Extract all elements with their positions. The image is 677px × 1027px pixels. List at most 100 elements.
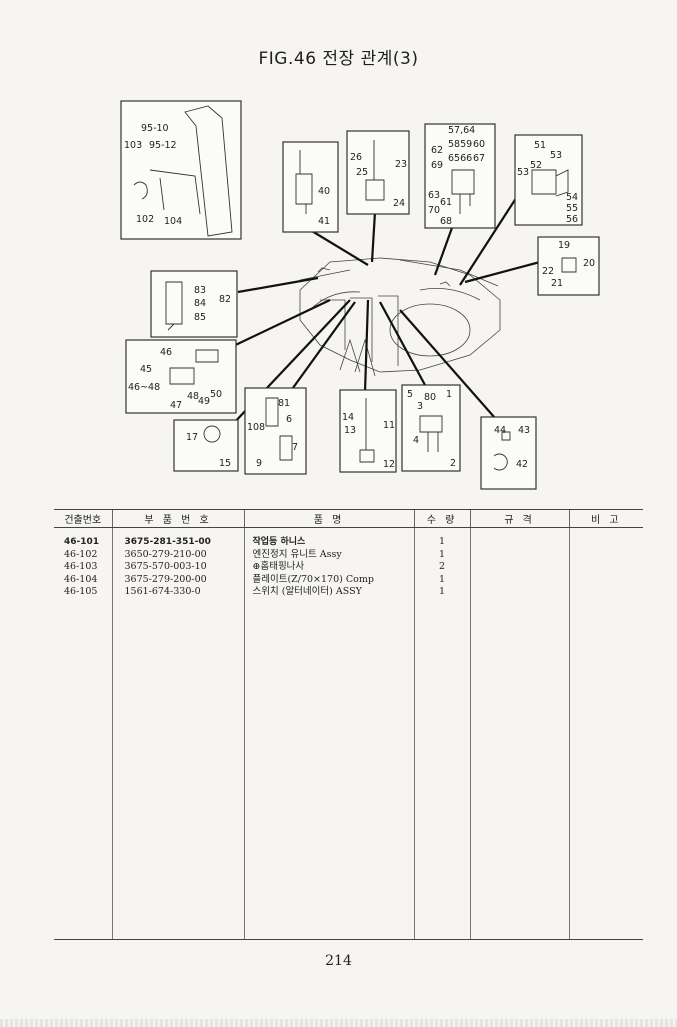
callout-54: 54 bbox=[566, 192, 578, 203]
callout-102: 102 bbox=[136, 214, 154, 225]
callout-8: 8 bbox=[259, 422, 265, 433]
exploded-parts-diagram: 95-10 103 95-12 102 104 40 41 26 25 23 2… bbox=[120, 100, 600, 490]
callout-68: 68 bbox=[440, 216, 452, 227]
figure-title: FIG.46 전장 관계(3) bbox=[258, 49, 419, 69]
callout-80: 80 bbox=[424, 392, 436, 403]
part-name-column: 작업등 하니스 엔진정지 유니트 Assy ⊕홈태핑나사 플레이트(Z/70×1… bbox=[243, 527, 414, 939]
table-cell-quantity: 1 bbox=[438, 536, 446, 547]
quantity-column: 1 1 2 1 1 bbox=[413, 527, 470, 939]
callout-40: 40 bbox=[318, 186, 330, 197]
callout-11: 11 bbox=[383, 420, 395, 431]
callout-23: 23 bbox=[395, 159, 407, 170]
callout-81: 81 bbox=[278, 398, 290, 409]
callout-24: 24 bbox=[393, 198, 405, 209]
table-header-row: 건출번호 부 품 번 호 품 명 수 량 규 격 비 고 bbox=[54, 509, 643, 528]
callout-43: 43 bbox=[518, 425, 530, 436]
table-cell-part-no: 3650-279-210-00 bbox=[124, 548, 207, 560]
callout-70: 70 bbox=[428, 205, 440, 216]
detail-box-tail-lamp: 46 45 46~48 47 48 49 50 bbox=[125, 339, 237, 414]
callout-25: 25 bbox=[356, 167, 368, 178]
table-cell-ref-no: 46-104 bbox=[64, 573, 98, 585]
header-quantity: 수 량 bbox=[413, 509, 470, 528]
callout-49: 49 bbox=[198, 396, 210, 407]
table-cell-quantity: 1 bbox=[438, 548, 446, 560]
table-cell-part-name: 플레이트(Z/70×170) Comp bbox=[252, 573, 374, 585]
callout-50: 50 bbox=[210, 389, 222, 400]
callout-52: 52 bbox=[530, 160, 542, 171]
callout-46-48: 46~48 bbox=[128, 382, 160, 393]
callout-47: 47 bbox=[170, 400, 182, 411]
detail-box-harness-a: 40 41 bbox=[282, 141, 339, 233]
callout-69: 69 bbox=[431, 160, 443, 171]
bottom-rule bbox=[54, 939, 643, 940]
callout-62: 62 bbox=[431, 145, 443, 156]
table-cell-part-no: 3675-281-351-00 bbox=[124, 537, 211, 547]
callout-7: 7 bbox=[292, 442, 298, 453]
detail-box-mirror: 83 84 82 85 bbox=[150, 270, 238, 338]
callout-53b: 53 bbox=[517, 167, 529, 178]
callout-9: 9 bbox=[256, 458, 262, 469]
table-cell-ref-no: 46-102 bbox=[64, 548, 98, 560]
header-spec: 규 격 bbox=[469, 509, 569, 528]
callout-15: 15 bbox=[219, 458, 231, 469]
callout-95-12: 95-12 bbox=[149, 140, 177, 151]
callout-22: 22 bbox=[542, 266, 554, 277]
callout-84: 84 bbox=[194, 298, 206, 309]
detail-box-buzzer: 44 43 42 bbox=[480, 416, 537, 490]
header-part-no: 부 품 번 호 bbox=[111, 509, 244, 528]
table-cell-part-name: 작업등 하니스 bbox=[252, 537, 306, 547]
callout-6566: 6566 bbox=[448, 153, 472, 164]
ref-no-column: 46-101 46-102 46-103 46-104 46-105 bbox=[54, 528, 112, 940]
callout-51: 51 bbox=[534, 140, 546, 151]
header-remarks: 비 고 bbox=[568, 509, 643, 528]
callout-20: 20 bbox=[583, 258, 595, 269]
callout-48: 48 bbox=[187, 391, 199, 402]
callout-3: 3 bbox=[417, 401, 423, 412]
callout-103: 103 bbox=[124, 140, 142, 151]
detail-box-harness-j: 14 13 11 12 bbox=[339, 389, 397, 473]
table-cell-quantity: 1 bbox=[438, 586, 446, 597]
table-cell-part-name: ⊕홈태핑나사 bbox=[252, 561, 305, 572]
header-ref-no: 건출번호 bbox=[54, 509, 112, 528]
callout-57-64: 57,64 bbox=[448, 125, 475, 136]
detail-box-harness-b: 26 25 23 24 bbox=[346, 130, 410, 215]
table-cell-ref-no: 46-101 bbox=[64, 537, 100, 547]
callout-104: 104 bbox=[164, 216, 182, 227]
detail-box-switch-k: 5 80 1 3 4 2 bbox=[401, 384, 461, 472]
callout-12: 12 bbox=[383, 459, 395, 470]
callout-42: 42 bbox=[516, 459, 528, 470]
table-cell-part-no: 1561-674-330-0 bbox=[124, 586, 201, 597]
detail-box-switch-e: 19 22 20 21 bbox=[537, 236, 600, 296]
scan-edge bbox=[0, 1019, 677, 1027]
callout-1: 1 bbox=[446, 389, 452, 400]
detail-box-horn: 17 15 bbox=[173, 419, 239, 472]
spec-column bbox=[469, 527, 569, 939]
callout-10: 10 bbox=[247, 422, 259, 433]
table-cell-quantity: 2 bbox=[438, 561, 446, 572]
table-cell-part-no: 3675-570-003-10 bbox=[124, 561, 207, 572]
remarks-column bbox=[568, 527, 643, 939]
callout-53: 53 bbox=[550, 150, 562, 161]
callout-46: 46 bbox=[160, 347, 172, 358]
table-cell-part-no: 3675-279-200-00 bbox=[124, 573, 207, 585]
detail-box-lamp: 51 53 52 53 54 55 56 bbox=[514, 134, 583, 226]
page-number: 214 bbox=[325, 953, 352, 969]
callout-21: 21 bbox=[551, 278, 563, 289]
callout-26: 26 bbox=[350, 152, 362, 163]
detail-box-relay: 57,64 62 5859 60 69 6566 67 63 61 70 68 bbox=[424, 123, 496, 229]
callout-55: 55 bbox=[566, 203, 578, 214]
callout-60: 60 bbox=[473, 139, 485, 150]
callout-19: 19 bbox=[558, 240, 570, 251]
part-no-column: 3675-281-351-00 3650-279-210-00 3675-570… bbox=[111, 527, 244, 939]
callout-45: 45 bbox=[140, 364, 152, 375]
table-cell-ref-no: 46-105 bbox=[64, 586, 98, 597]
detail-box-sensor: 81 6 10 8 7 9 bbox=[244, 387, 307, 475]
callout-44: 44 bbox=[494, 425, 506, 436]
callout-13: 13 bbox=[344, 425, 356, 436]
callout-14: 14 bbox=[342, 412, 354, 423]
callout-63: 63 bbox=[428, 190, 440, 201]
header-part-name: 품 명 bbox=[243, 509, 414, 528]
callout-5859: 5859 bbox=[448, 139, 472, 150]
table-cell-ref-no: 46-103 bbox=[64, 561, 98, 572]
callout-5: 5 bbox=[407, 389, 413, 400]
